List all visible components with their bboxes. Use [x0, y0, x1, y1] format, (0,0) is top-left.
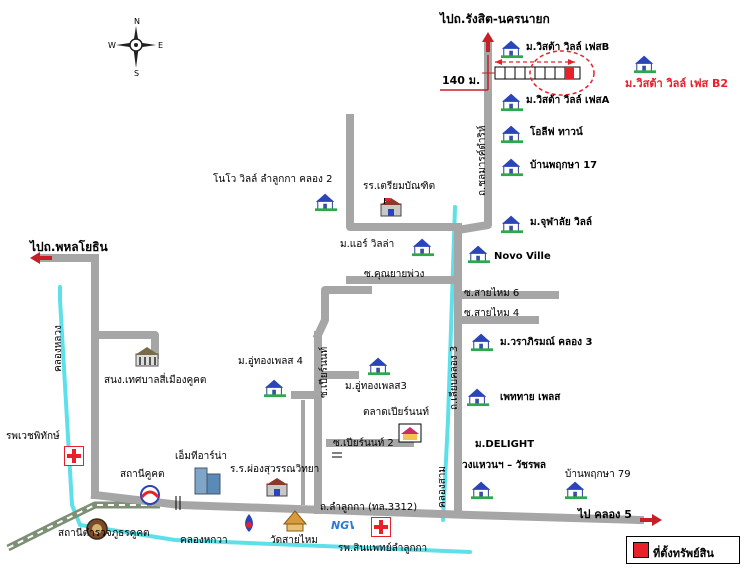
- house-icon: [470, 481, 494, 500]
- house-icon: [633, 55, 657, 74]
- label-pruksa79: บ้านพฤกษา 79: [565, 469, 631, 480]
- road-top-loop: [346, 114, 462, 231]
- compass-icon: N S W E: [108, 17, 163, 78]
- label-pruksa17: บ้านพฤกษา 17: [530, 160, 598, 171]
- market-icon: [398, 423, 422, 443]
- svg-text:S: S: [134, 69, 139, 78]
- gas-station-icon: [245, 514, 253, 532]
- label-khlong-sam: คลองสาม: [437, 465, 448, 508]
- legend-label: ที่ตั้งทรัพย์สิน: [653, 547, 714, 560]
- arrow-left: [30, 252, 40, 264]
- house-icon: [500, 125, 524, 144]
- railway: [6, 501, 160, 552]
- label-vista-a: ม.วิสต้า วิลล์ เฟสA: [526, 95, 610, 106]
- label-olive: โอลีฟ ทาวน์: [530, 127, 583, 138]
- label-road-lamlukka: ถ.ลำลูกกา (ทล.3312): [320, 502, 418, 513]
- house-icon: [500, 215, 524, 234]
- road-chonlamarn: [454, 41, 492, 514]
- label-phetthai: เพททาย เพลส: [500, 392, 561, 403]
- svg-text:E: E: [158, 41, 163, 50]
- label-nova-lamlukka: โนโว วิลล์ ลำลูกกา คลอง 2: [213, 174, 333, 185]
- label-novo-ville: Novo Ville: [494, 251, 551, 262]
- house-icon: [470, 333, 494, 352]
- label-uthong3: ม.อู่ทองเพลส3: [345, 381, 407, 392]
- label-air-villa: ม.แอร์ วิลล่า: [340, 239, 395, 250]
- label-municipal: สนง.เทศบาลสี่เมืองคูคต: [104, 375, 207, 386]
- hospital-icon: [64, 446, 84, 466]
- house-icon: [500, 40, 524, 59]
- house-icon: [500, 93, 524, 112]
- label-school-triam: รร.เตรียมบัณฑิต: [363, 181, 436, 192]
- destination-right: ไป คลอง 5: [578, 508, 632, 521]
- label-bts-station: สถานีคูคต: [120, 469, 165, 480]
- school-icon: [380, 198, 402, 217]
- label-road-khlong3: ถ.เลียบคลอง 3: [449, 345, 460, 410]
- temple-icon: [283, 510, 307, 532]
- arrow-right: [652, 514, 662, 526]
- label-khlong-luang: คลองหลวง: [53, 325, 64, 372]
- label-hospital-vech: รพเวชพิทักษ์: [6, 431, 60, 442]
- svg-text:NGV: NGV: [331, 519, 354, 532]
- label-sai-mai4: ซ.สายไหม 4: [464, 308, 520, 319]
- label-chula: ม.จุฬาลัย วิลล์: [530, 217, 593, 228]
- road-municipal: [91, 331, 159, 359]
- hospital-icon: [371, 517, 391, 537]
- house-icon: [467, 245, 491, 264]
- label-police: สถานีตำรวจภูธรคูคต: [58, 528, 150, 539]
- label-soi-pier: ซ.เปียร์นนท์: [319, 346, 330, 398]
- destination-top: ไปถ.รังสิต-นครนายก: [440, 12, 550, 26]
- legend-swatch: [633, 542, 649, 558]
- label-vista-b: ม.วิสต้า วิลล์ เฟสB: [526, 42, 610, 53]
- label-ring: วงแหวนฯ – วัชรพล: [462, 460, 547, 471]
- school-icon: [266, 478, 288, 497]
- label-sai-mai6: ซ.สายไหม 6: [464, 288, 520, 299]
- tower-icon: [194, 467, 221, 495]
- house-icon: [263, 379, 287, 398]
- label-khlong-hok-wa: คลองหกวา: [180, 535, 228, 546]
- legend: ที่ตั้งทรัพย์สิน: [626, 536, 740, 564]
- house-icon: [564, 481, 588, 500]
- house-icon: [314, 193, 338, 212]
- label-delight: ม.DELIGHT: [475, 439, 535, 450]
- label-soi-khun: ซ.คุณยายพ่วง: [364, 269, 425, 280]
- label-hospital-lam: รพ.สินแพทย์ลำลูกกา: [338, 543, 428, 554]
- label-market: ตลาดเปียร์นนท์: [363, 407, 429, 418]
- label-distance: 140 ม.: [442, 74, 481, 87]
- label-road-chonlamarn: ถ.ชลมารค์ดำริห์: [477, 125, 488, 197]
- arrow-up: [482, 32, 494, 42]
- label-soi-pier2: ซ.เปียร์นนท์ 2: [333, 438, 394, 449]
- label-temple: วัดสายไหม: [270, 535, 318, 546]
- label-warapirom: ม.วราภิรมณ์ คลอง 3: [500, 337, 593, 348]
- label-school-phong: ร.ร.ผ่องสุวรรณวิทยา: [230, 464, 320, 475]
- destination-left: ไปถ.พหลโยธิน: [30, 240, 108, 254]
- target-plot: [440, 50, 595, 96]
- house-icon: [367, 357, 391, 376]
- label-target: ม.วิสต้า วิลล์ เฟส B2: [625, 77, 729, 90]
- house-icon: [500, 158, 524, 177]
- label-uthong4: ม.อู่ทองเพลส 4: [238, 356, 304, 367]
- municipal-icon: [135, 347, 159, 367]
- svg-text:N: N: [134, 17, 140, 26]
- bts-icon: [140, 485, 160, 505]
- house-icon: [411, 238, 435, 257]
- label-em-tower: เอ็มทีอาร์น่า: [175, 451, 228, 462]
- house-icon: [466, 388, 490, 407]
- svg-text:W: W: [108, 41, 116, 50]
- ngv-icon: NGV: [331, 519, 354, 532]
- police-icon: [86, 518, 108, 540]
- road-lamlukka: [90, 490, 645, 525]
- road-upper-inner: [312, 286, 372, 341]
